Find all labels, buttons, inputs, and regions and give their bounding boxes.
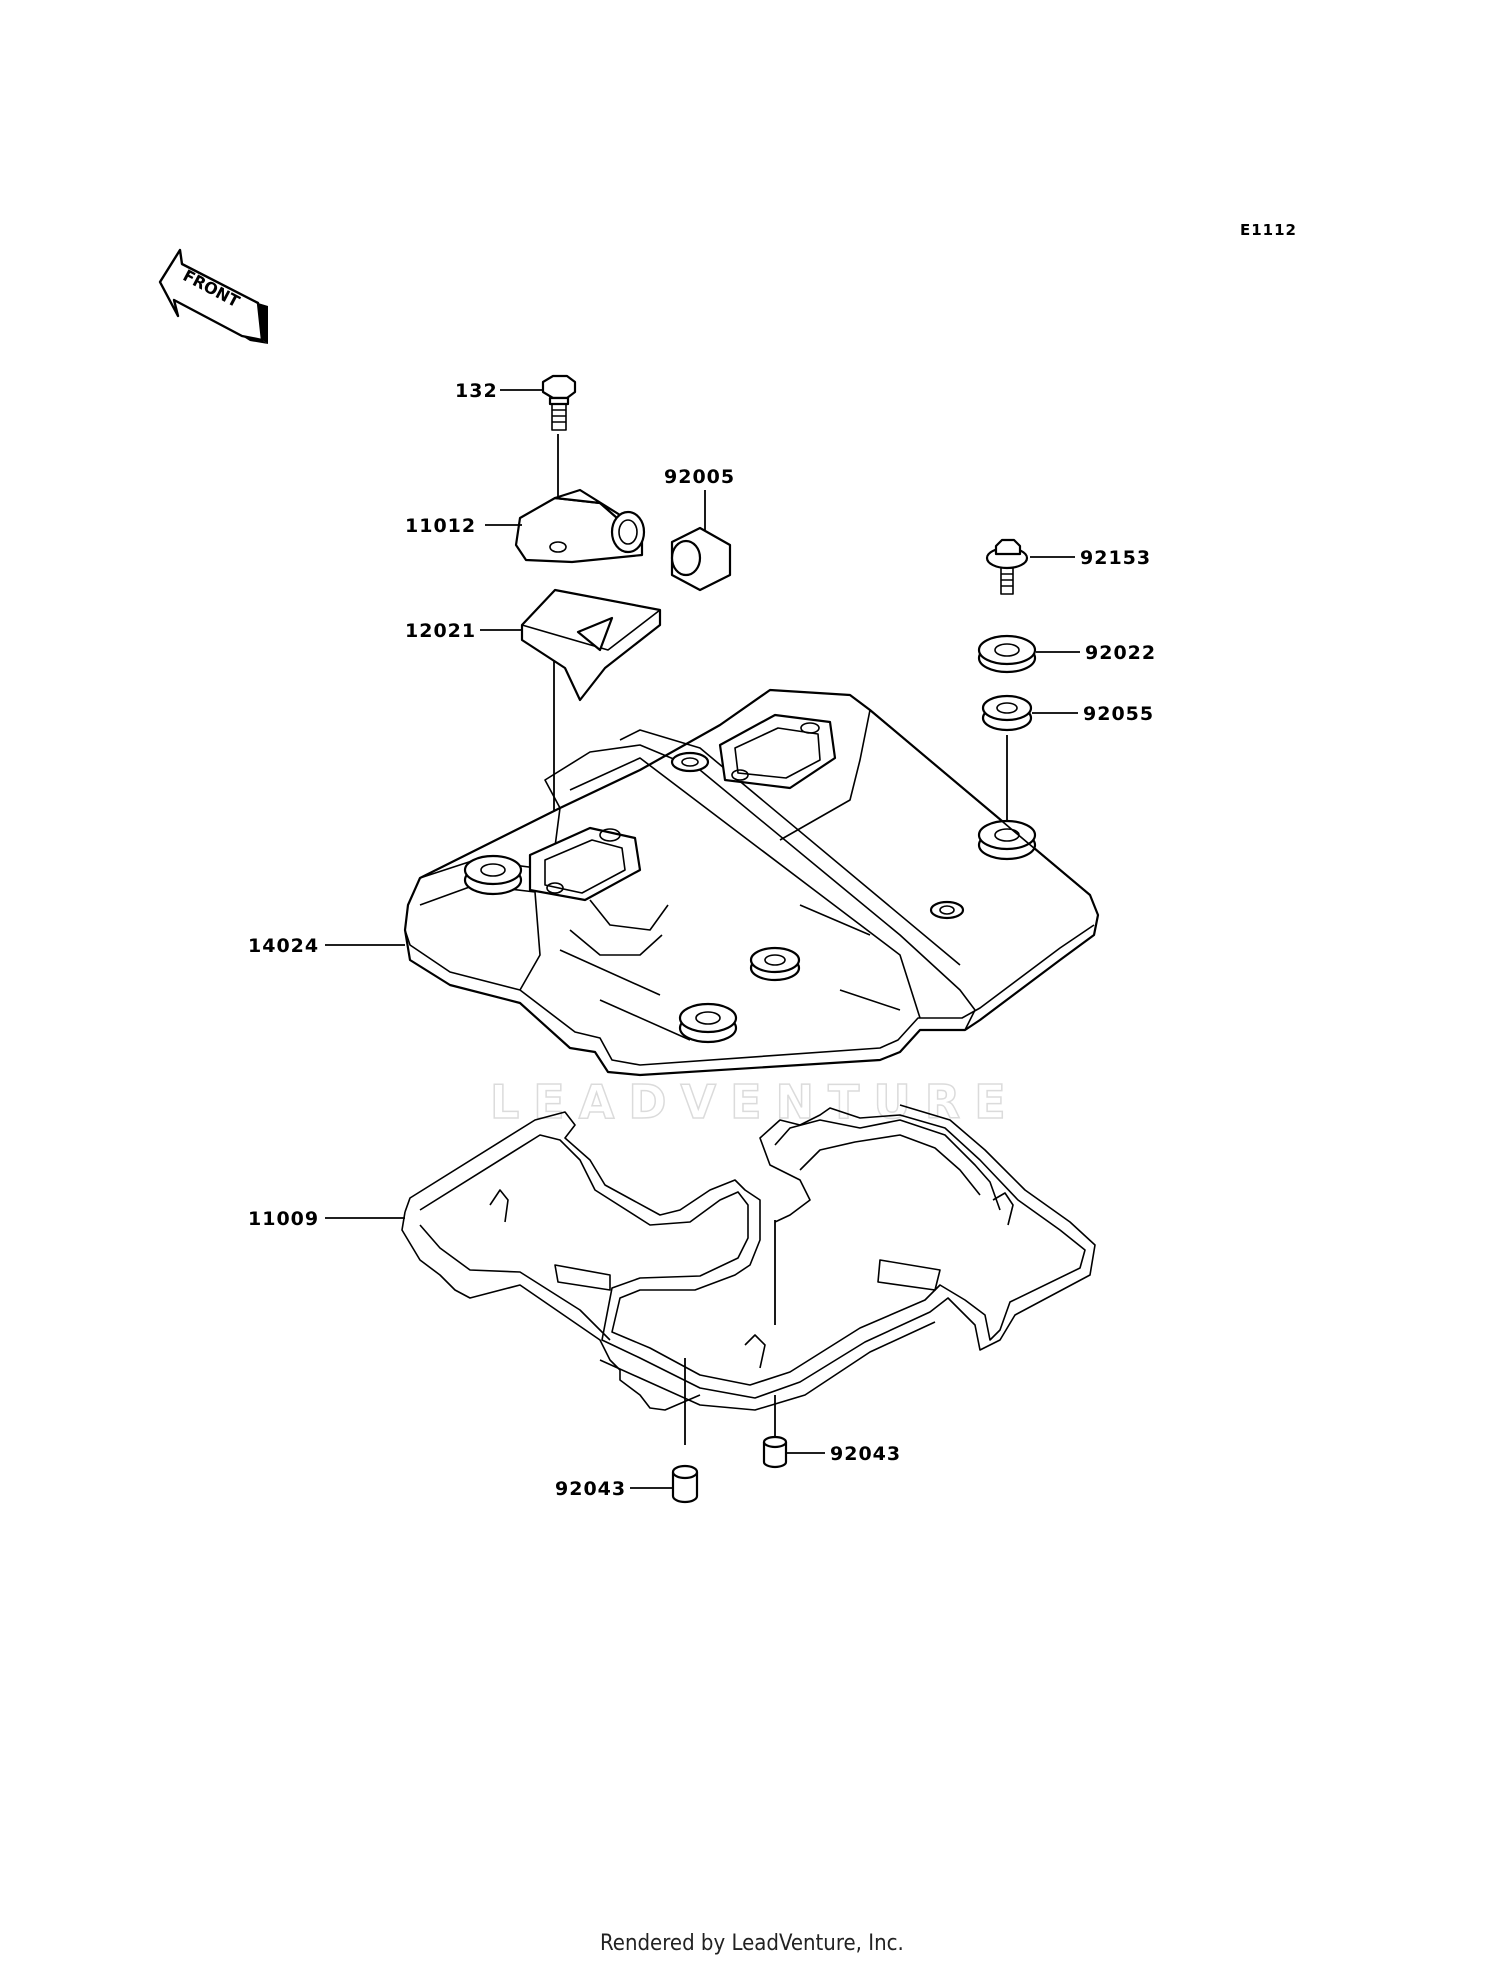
part-92153-bolt[interactable]: [985, 538, 1029, 595]
label-92153[interactable]: 92153: [1080, 547, 1151, 569]
label-11009[interactable]: 11009: [248, 1208, 319, 1230]
label-92055[interactable]: 92055: [1083, 703, 1154, 725]
watermark-text: LEADVENTURE: [490, 1075, 1020, 1129]
part-11009-gasket[interactable]: [401, 1104, 1096, 1411]
part-132-bolt[interactable]: [541, 374, 577, 431]
label-132[interactable]: 132: [455, 380, 498, 402]
label-11012[interactable]: 11012: [405, 515, 476, 537]
part-12021-plate[interactable]: [520, 588, 662, 702]
part-11012-bracket[interactable]: [514, 488, 646, 564]
part-92043-pin-right[interactable]: [762, 1435, 788, 1469]
part-14024-head-cover[interactable]: [403, 688, 1100, 1077]
diagram-code: E1112: [1240, 221, 1297, 239]
label-92043-right[interactable]: 92043: [830, 1443, 901, 1465]
part-92022-washer[interactable]: [977, 634, 1037, 674]
label-14024[interactable]: 14024: [248, 935, 319, 957]
part-92043-pin-left[interactable]: [671, 1464, 699, 1504]
front-arrow-icon: FRONT: [158, 248, 268, 344]
footer-credit: Rendered by LeadVenture, Inc.: [600, 1931, 904, 1956]
label-92022[interactable]: 92022: [1085, 642, 1156, 664]
part-92005-cap[interactable]: [670, 526, 732, 592]
part-92055-grommet[interactable]: [981, 694, 1033, 732]
label-92005[interactable]: 92005: [664, 466, 735, 488]
label-92043-left[interactable]: 92043: [555, 1478, 626, 1500]
label-12021[interactable]: 12021: [405, 620, 476, 642]
